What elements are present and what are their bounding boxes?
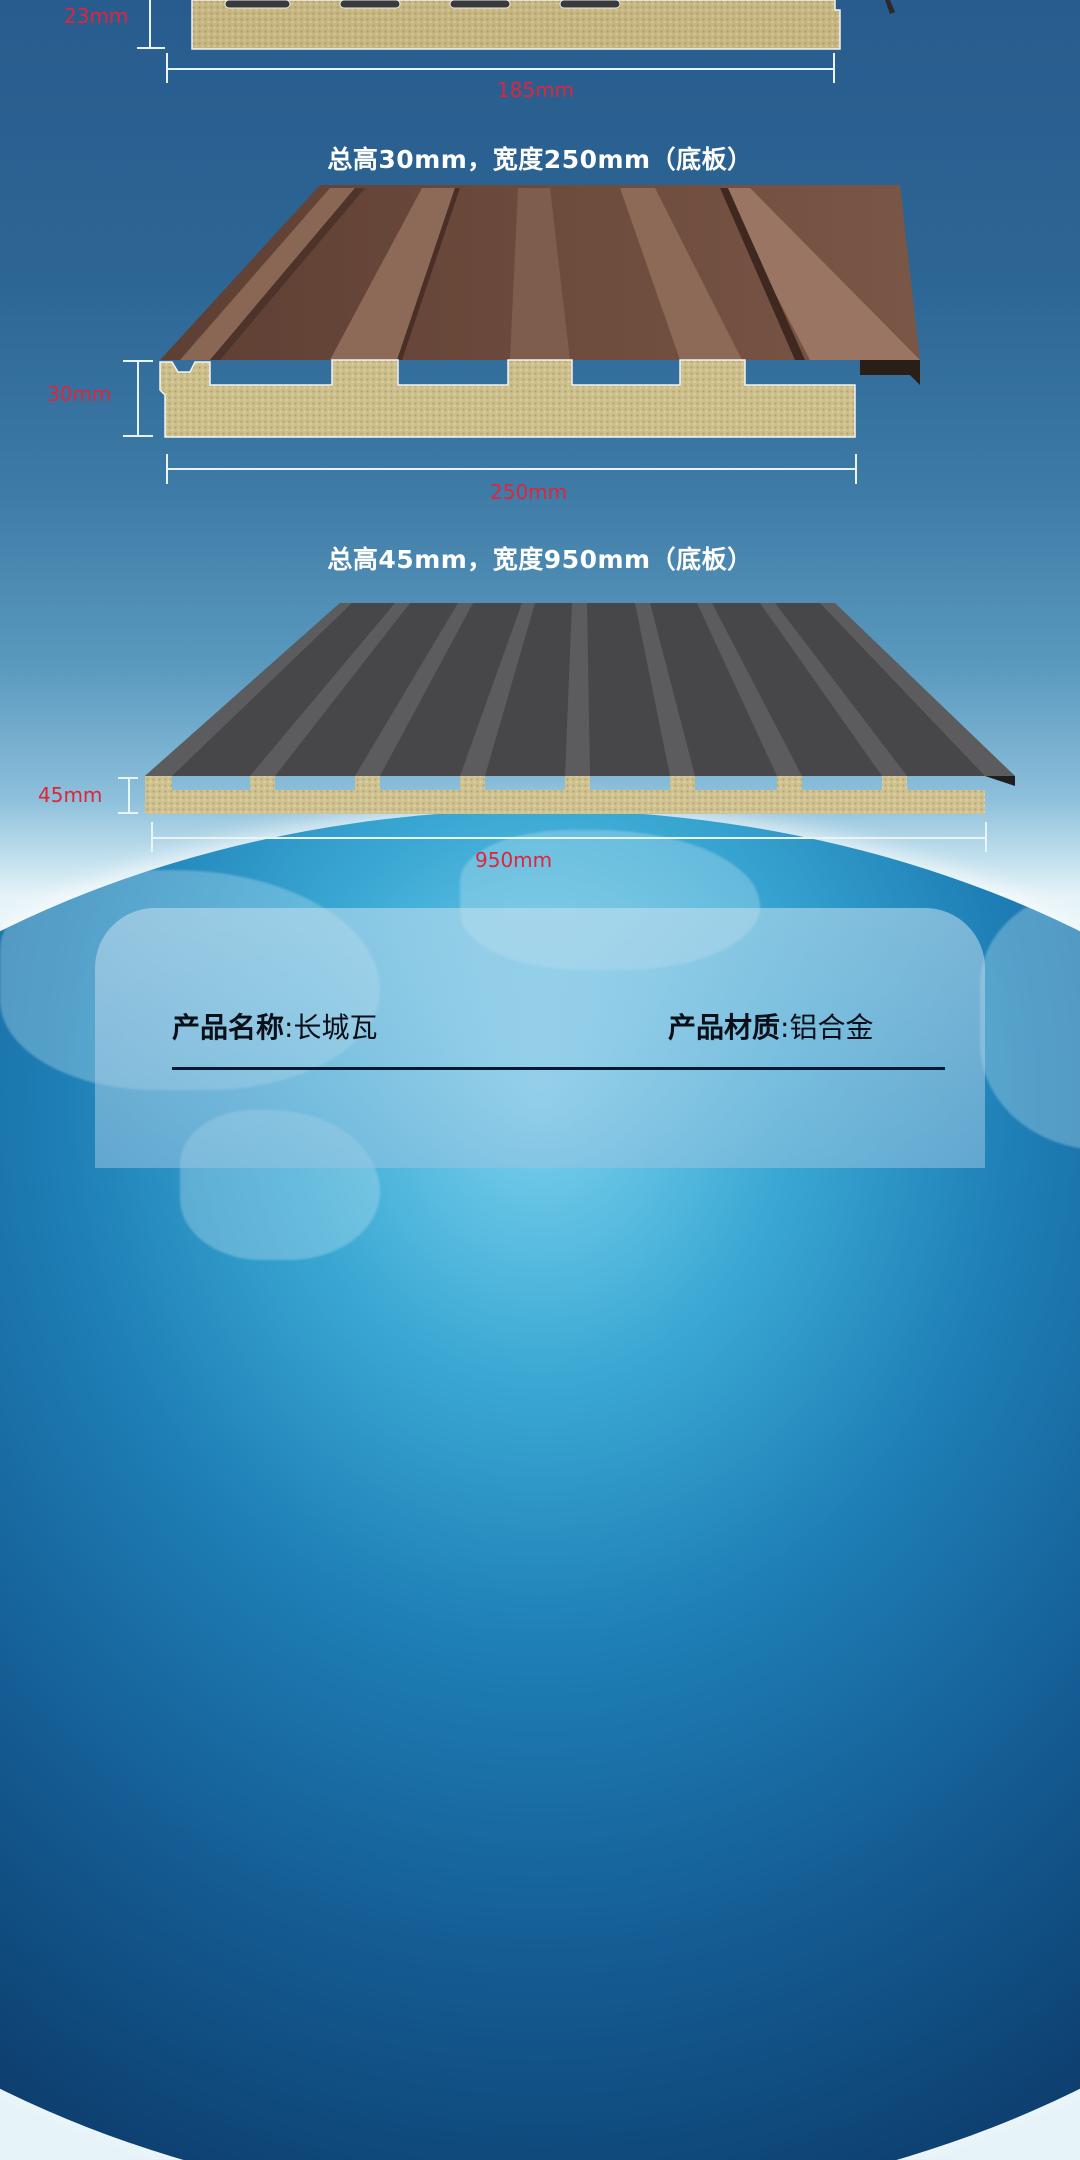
panel-2-heading: 总高30mm，宽度250mm（底板） [327,145,753,174]
panel-2-height-tick-top [123,360,153,362]
panel-1-height-label: 23mm [64,4,129,28]
product-material-key: 产品材质 [668,1011,781,1044]
panel-1-width-line [167,68,834,70]
panel-2-height-tick-bottom [123,435,153,437]
product-name-value: 长城瓦 [293,1011,378,1044]
panel-2-width-label: 250mm [490,480,568,504]
panel-1-width-label: 185mm [497,78,575,102]
panel-1-height-tick [137,47,165,49]
panel-2-width-line [167,468,856,470]
product-name-separator: : [284,1011,294,1044]
panel-1-image [191,0,895,50]
product-material-spec: 产品材质:铝合金 [668,1006,873,1046]
panel-3-height-tick-bottom [118,812,138,814]
panel-3-width-label: 950mm [475,848,553,872]
product-name-spec: 产品名称:长城瓦 [172,1006,377,1046]
panel-2-image [159,185,920,438]
panel-3-width-line [152,837,985,839]
product-material-value: 铝合金 [789,1011,874,1044]
panel-3-heading: 总高45mm，宽度950mm（底板） [327,545,753,574]
panel-2-height-line [137,360,139,436]
panel-3-image [145,603,1015,814]
panel-3-height-tick-top [118,777,138,779]
panel-1-height-line [149,0,151,48]
panel-3-height-line [128,777,130,813]
panel-2-width-tick-right [855,454,857,484]
panel-3-height-label: 45mm [38,783,103,807]
panel-2-height-label: 30mm [47,382,112,406]
panel-3-width-tick-right [985,822,987,852]
spec-divider [172,1067,945,1070]
product-material-separator: : [780,1011,790,1044]
panel-1-width-tick-right [833,53,835,83]
product-name-key: 产品名称 [172,1011,285,1044]
